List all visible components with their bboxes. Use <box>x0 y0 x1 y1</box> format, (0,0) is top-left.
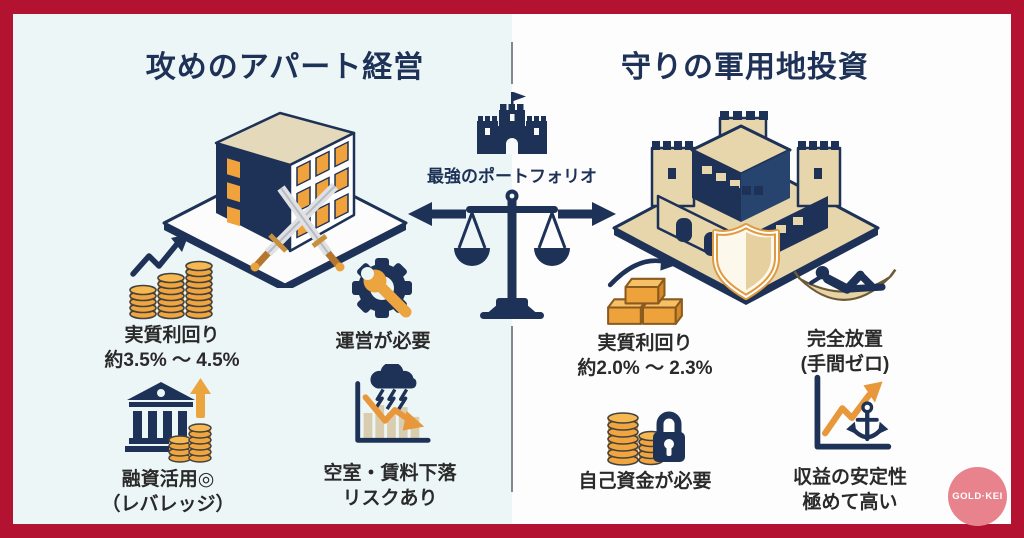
left-title: 攻めのアパート経営 <box>145 51 425 84</box>
bank-leverage-icon <box>121 376 215 464</box>
feature-right-stability: 収益の安定性 極めて高い <box>750 370 950 515</box>
caption-line: 極めて高い <box>802 491 898 513</box>
caption-line: 自己資金が必要 <box>578 471 712 492</box>
shield-icon <box>712 223 780 300</box>
brand-logo-badge: GOLD·KEI <box>948 467 1007 526</box>
feature-caption: 完全放置 (手間ゼロ) <box>801 328 890 377</box>
caption-line: 融資活用◎ <box>121 469 215 490</box>
coins-lock-icon <box>597 380 693 466</box>
feature-right-yield: 実質利回り 約2.0% ～ 2.3% <box>545 244 745 381</box>
caption-line: リスクあり <box>342 487 438 509</box>
caption-line: 完全放置 <box>806 329 883 350</box>
arrow-left-icon <box>408 202 466 226</box>
caption-line: 実質利回り <box>124 325 220 346</box>
divider-line-top <box>511 42 513 84</box>
feature-right-capital: 自己資金が必要 <box>545 380 745 495</box>
caption-line: 収益の安定性 <box>792 467 907 488</box>
crossed-swords-icon <box>250 182 345 272</box>
gold-bars-icon <box>601 244 689 328</box>
feature-right-hands-off: 完全放置 (手間ゼロ) <box>745 248 945 377</box>
brand-logo-text: GOLD·KEI <box>952 491 1003 502</box>
feature-caption: 実質利回り 約3.5% ～ 4.5% <box>104 324 239 373</box>
feature-caption: 自己資金が必要 <box>578 470 711 495</box>
fortress-illustration <box>612 111 880 305</box>
feature-caption: 収益の安定性 極めて高い <box>793 466 907 515</box>
caption-line: 実質利回り <box>597 333 693 354</box>
feature-left-financing: 融資活用◎ （レバレッジ） <box>68 376 268 517</box>
caption-line: 空室・賃料下落 <box>323 463 457 484</box>
apartment-building-illustration <box>162 111 408 288</box>
feature-left-management: 運営が必要 <box>283 246 483 355</box>
arrow-right-icon <box>558 202 616 226</box>
castle-icon <box>477 92 547 154</box>
caption-line: 運営が必要 <box>335 331 431 352</box>
center-label: 最強のポートフォリオ <box>427 167 597 186</box>
gear-wrench-icon <box>342 246 424 326</box>
feature-caption: 融資活用◎ （レバレッジ） <box>101 468 234 517</box>
feature-caption: 運営が必要 <box>335 330 430 355</box>
storm-chart-icon <box>346 364 434 458</box>
caption-line: （レバレッジ） <box>101 493 235 515</box>
caption-line: (手間ゼロ) <box>800 353 890 375</box>
divider-line-bottom <box>511 326 513 492</box>
caption-line: 約3.5% ～ 4.5% <box>104 349 240 371</box>
feature-caption: 空室・賃料下落 リスクあり <box>323 462 456 511</box>
feature-left-risk: 空室・賃料下落 リスクあり <box>290 364 490 511</box>
caption-line: 約2.0% ～ 2.3% <box>577 357 713 379</box>
feature-caption: 実質利回り 約2.0% ～ 2.3% <box>577 332 712 381</box>
balance-scale-icon <box>454 189 570 319</box>
hammock-icon <box>793 248 897 324</box>
right-title: 守りの軍用地投資 <box>621 51 869 84</box>
anchor-chart-icon <box>804 370 896 462</box>
feature-left-yield: 実質利回り 約3.5% ～ 4.5% <box>72 230 272 373</box>
coins-growth-icon <box>127 230 217 320</box>
